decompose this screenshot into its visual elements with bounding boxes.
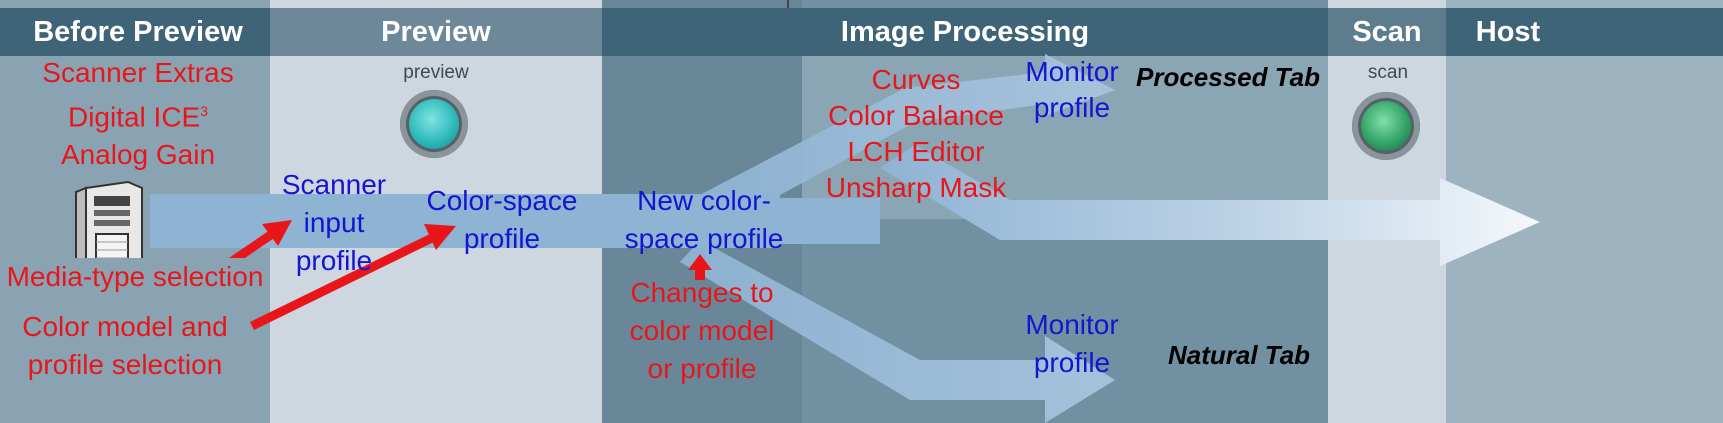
scanner-extras-list: Scanner Extras Digital ICE3 Analog Gain bbox=[0, 54, 276, 174]
header-preview-tint bbox=[270, 8, 602, 56]
new-color-space-profile-label: New color- space profile bbox=[624, 185, 784, 254]
color-space-profile-label: Color-space profile bbox=[426, 185, 578, 254]
curves-label: Curves bbox=[871, 64, 961, 95]
color-balance-label: Color Balance bbox=[828, 100, 1004, 131]
scan-button-lens bbox=[1361, 101, 1411, 151]
natural-tab-label[interactable]: Natural Tab bbox=[1168, 340, 1311, 370]
changes-to-color-model-label: Changes to color model or profile bbox=[629, 277, 775, 384]
ice-superscript: 3 bbox=[200, 103, 209, 119]
processing-tools-list: Curves Color Balance LCH Editor Unsharp … bbox=[808, 62, 1024, 206]
lch-editor-label: LCH Editor bbox=[847, 136, 985, 167]
column-header-host: Host bbox=[1475, 15, 1541, 48]
color-model-selection-label: Color model and profile selection bbox=[22, 311, 228, 380]
column-header-before-preview: Before Preview bbox=[33, 15, 243, 48]
column-header-image-processing: Image Processing bbox=[840, 15, 1090, 48]
processed-tab-label[interactable]: Processed Tab bbox=[1136, 62, 1321, 92]
scanner-input-profile-label: Scanner input profile bbox=[281, 169, 387, 276]
scanner-extras-label: Scanner Extras bbox=[42, 57, 234, 88]
arrow-branch-processed bbox=[690, 54, 1115, 222]
digital-ice-label: Digital ICE3 bbox=[67, 101, 209, 133]
column-header-scan: Scan bbox=[1352, 15, 1422, 48]
arrow-color-model-pointer bbox=[250, 229, 442, 331]
monitor-profile-natural-label: Monitor profile bbox=[1025, 309, 1119, 378]
column-header-preview: Preview bbox=[381, 15, 491, 48]
arrow-branch-natural bbox=[680, 240, 1115, 423]
media-type-selection-label: Media-type selection bbox=[0, 258, 270, 296]
scan-button-caption: scan bbox=[1367, 62, 1409, 83]
arrow-changes-pointer bbox=[688, 254, 712, 280]
monitor-profile-processed-label: Monitor profile bbox=[1025, 56, 1119, 123]
arrow-processed-to-host bbox=[880, 145, 1540, 266]
preview-button-lens bbox=[409, 99, 459, 149]
header-scan-tint bbox=[1328, 8, 1446, 56]
unsharp-mask-label: Unsharp Mask bbox=[825, 172, 1007, 203]
analog-gain-label: Analog Gain bbox=[60, 139, 216, 171]
preview-button[interactable] bbox=[400, 90, 468, 158]
top-divider-line bbox=[787, 0, 789, 8]
preview-button-caption: preview bbox=[403, 62, 469, 83]
arrow-main-flow bbox=[150, 194, 780, 248]
scan-button[interactable] bbox=[1352, 92, 1420, 160]
